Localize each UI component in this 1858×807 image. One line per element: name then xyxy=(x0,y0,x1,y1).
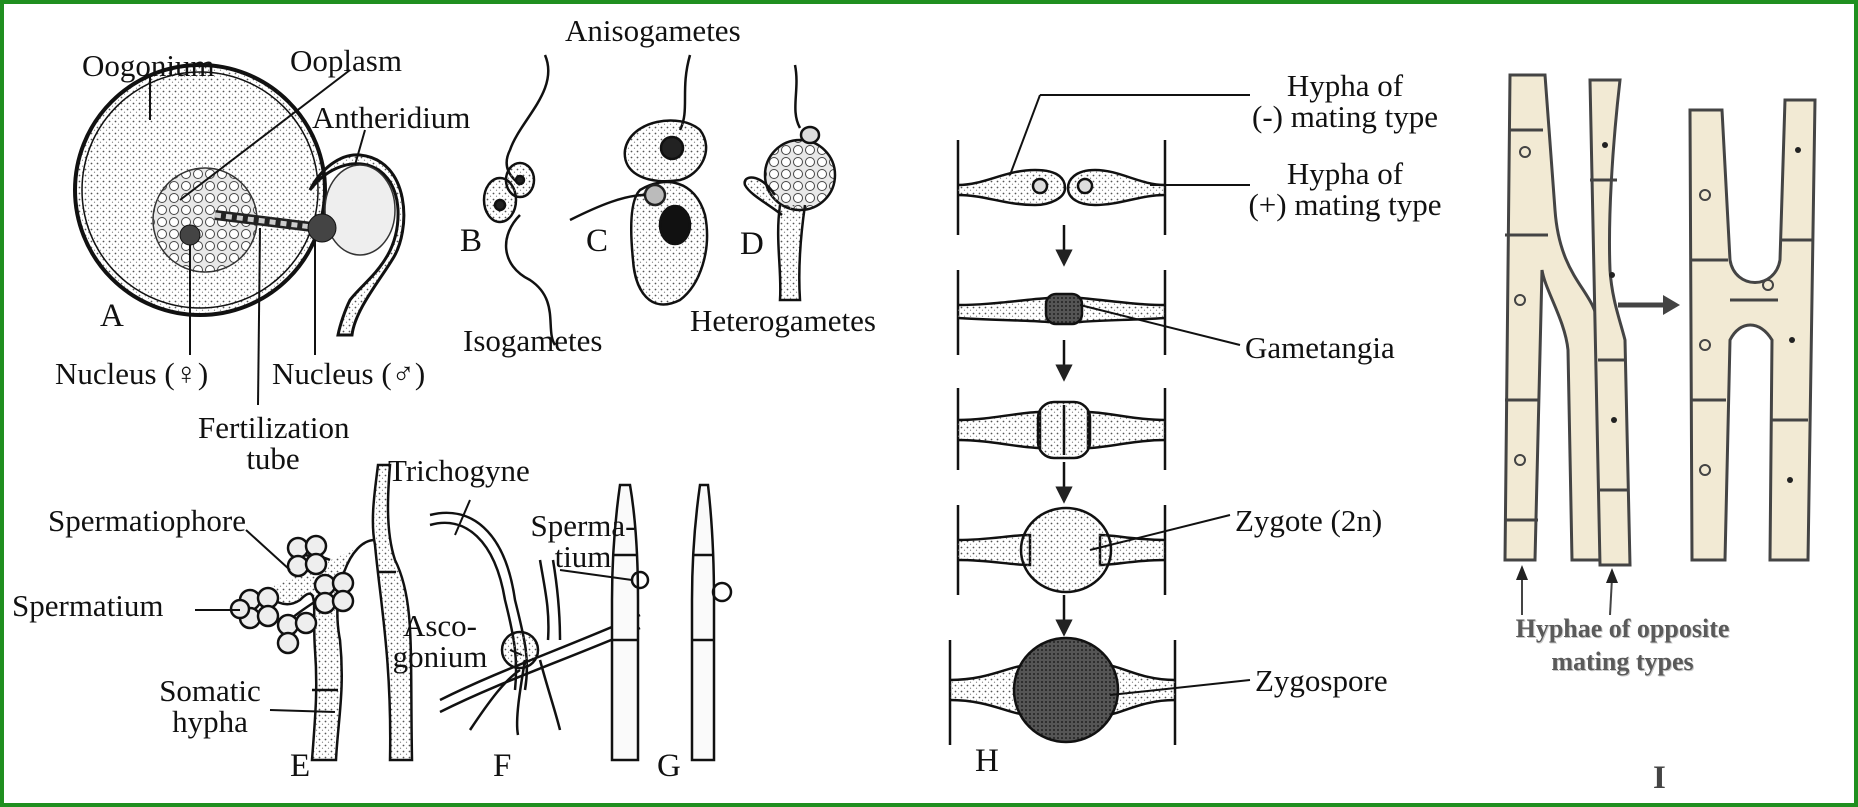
label-hyphae-opposite-mating-types: Hyphae of opposite mating types xyxy=(1480,612,1765,679)
label-oogonium: Oogonium xyxy=(82,50,215,81)
label-spermatium-f: Sperma- tium xyxy=(528,510,638,572)
label-zygospore: Zygospore xyxy=(1255,665,1388,696)
label-gametangia: Gametangia xyxy=(1245,332,1395,363)
panel-bcd-drawing xyxy=(484,55,835,345)
label-trichogyne: Trichogyne xyxy=(388,455,530,486)
label-isogametes: Isogametes xyxy=(463,325,602,356)
panel-label-c: C xyxy=(586,225,608,258)
panel-h-drawing xyxy=(950,140,1175,745)
label-hypha-plus: Hypha of (+) mating type xyxy=(1245,158,1445,220)
label-nucleus-male: Nucleus (♂) xyxy=(272,358,425,389)
label-zygote: Zygote (2n) xyxy=(1235,505,1382,536)
panel-label-a: A xyxy=(100,300,124,333)
label-fertilization-tube: Fertilization tube xyxy=(198,412,348,474)
label-ooplasm: Ooplasm xyxy=(290,45,402,76)
panel-label-b: B xyxy=(460,225,482,258)
label-ascogonium: Asco- gonium xyxy=(390,610,490,672)
label-nucleus-female: Nucleus (♀) xyxy=(55,358,208,389)
panel-label-e: E xyxy=(290,750,310,783)
label-hypha-minus: Hypha of (-) mating type xyxy=(1245,70,1445,132)
label-heterogametes: Heterogametes xyxy=(690,305,876,336)
panel-label-f: F xyxy=(493,750,511,783)
panel-label-h: H xyxy=(975,745,999,778)
panel-label-i: I xyxy=(1653,762,1666,795)
label-somatic-hypha: Somatic hypha xyxy=(150,675,270,737)
panel-i-drawing xyxy=(1505,75,1815,565)
panel-label-g: G xyxy=(657,750,681,783)
label-spermatiophore: Spermatiophore xyxy=(48,505,246,536)
panel-label-d: D xyxy=(740,228,764,261)
label-antheridium: Antheridium xyxy=(312,102,470,133)
label-anisogametes: Anisogametes xyxy=(565,15,741,46)
label-spermatium-e: Spermatium xyxy=(12,590,164,621)
